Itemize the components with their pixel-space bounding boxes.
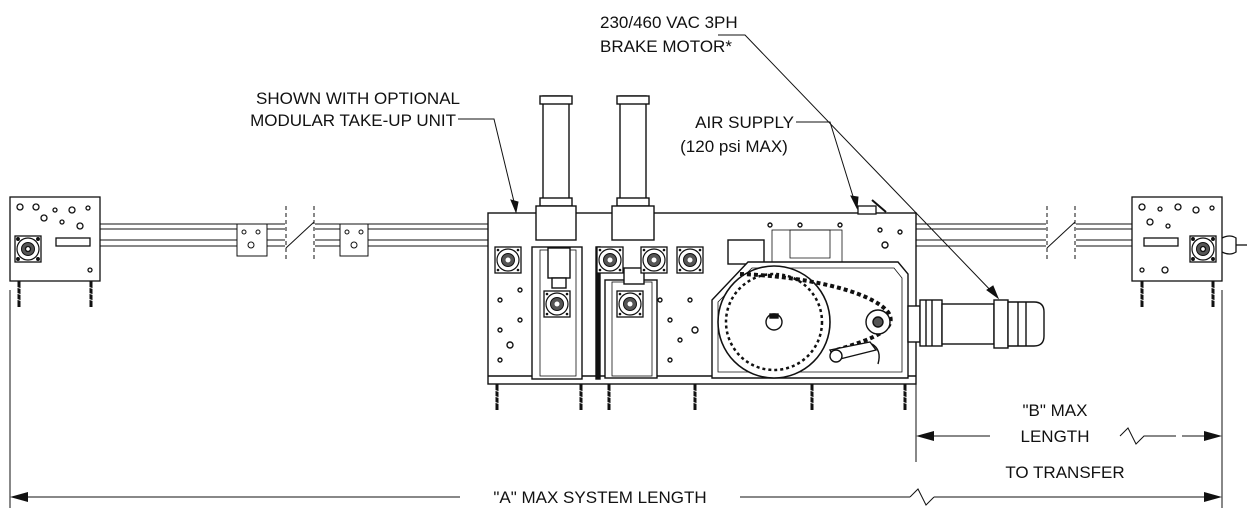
air-fitting: [857, 199, 887, 215]
dimension-arrowheads: [10, 431, 1222, 502]
takeup-callout-line2: MODULAR TAKE-UP UNIT: [250, 111, 456, 130]
rail-carrier-left: [236, 223, 369, 257]
dimension-a-label: "A" MAX SYSTEM LENGTH: [493, 488, 707, 507]
motor-callout-line1: 230/460 VAC 3PH: [600, 13, 738, 32]
dimension-lines: [9, 290, 1223, 508]
frame-leveling-feet: [492, 382, 910, 412]
motor-callout-line2: BRAKE MOTOR*: [600, 37, 732, 56]
rail-break-marks: [285, 206, 1076, 262]
dimension-b-line3: TO TRANSFER: [1005, 463, 1125, 482]
leader-lines: [458, 34, 1000, 300]
chain-drive-housing: [711, 261, 909, 379]
dimension-b-line2: LENGTH: [1020, 427, 1090, 446]
right-end-unit: [1131, 196, 1247, 309]
take-up-cylinders: [535, 95, 655, 289]
air-supply-callout-line1: AIR SUPPLY: [695, 113, 794, 132]
dimension-b-line1: "B" MAX: [1022, 401, 1088, 420]
brake-motor: [907, 299, 1045, 349]
air-supply-callout-line2: (120 psi MAX): [680, 137, 788, 156]
takeup-callout-line1: SHOWN WITH OPTIONAL: [256, 89, 460, 108]
left-end-unit: [9, 196, 101, 309]
